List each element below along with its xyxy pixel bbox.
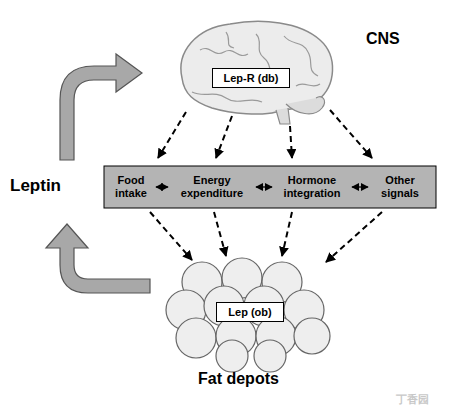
tissue-label: Fat depots — [198, 370, 279, 388]
fat-cells — [166, 258, 330, 372]
signal-item: Other signals — [370, 170, 430, 204]
leptin-arrow-lower — [46, 224, 150, 293]
hormone-label: Leptin — [10, 176, 61, 196]
signal-band — [104, 166, 436, 208]
signal-item: Food intake — [108, 170, 154, 204]
signal-item: Energy expenditure — [170, 170, 254, 204]
node-text: Other signals — [370, 174, 430, 200]
node-text: Hormone integration — [274, 174, 350, 200]
dashed-arrows — [150, 110, 382, 262]
watermark: 丁香园 — [396, 392, 429, 407]
organ-label: CNS — [366, 30, 400, 48]
double-arrow — [256, 186, 272, 187]
node-text: Lep (ob) — [228, 306, 271, 318]
node-text: Lep-R (db) — [224, 72, 279, 84]
gene-box: Lep (ob) — [216, 302, 284, 322]
signal-item: Hormone integration — [274, 170, 350, 204]
receptor-box: Lep-R (db) — [212, 68, 290, 88]
node-text: Energy expenditure — [170, 174, 254, 200]
double-arrow — [156, 186, 168, 187]
double-arrow — [352, 186, 368, 187]
leptin-arrow-upper — [60, 54, 142, 160]
node-text: Food intake — [108, 174, 154, 200]
brain-illustration — [181, 21, 333, 124]
